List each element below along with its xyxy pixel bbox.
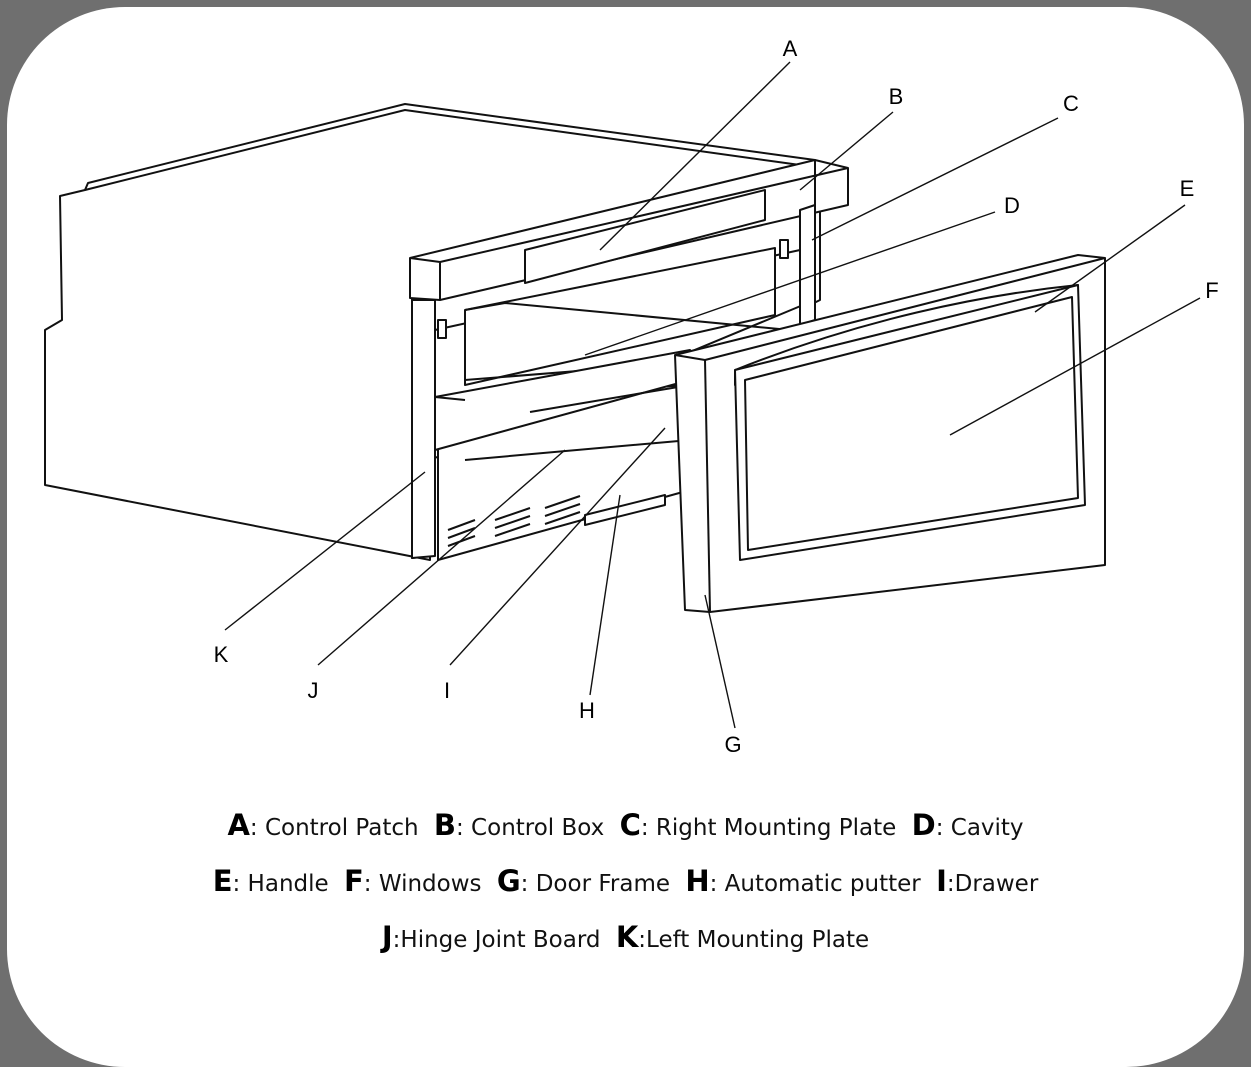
legend-item-a: A: Control Patch (227, 808, 419, 842)
callout-e: E (1180, 176, 1195, 201)
legend-item-d: D: Cavity (911, 808, 1024, 842)
callout-i: I (444, 678, 450, 703)
callout-k: K (214, 642, 229, 667)
legend-line-1: A: Control Patch B: Control Box C: Right… (0, 808, 1251, 842)
left-mounting-plate (411, 299, 436, 559)
callout-h: H (579, 698, 595, 723)
cavity (464, 247, 776, 386)
callout-f: F (1205, 278, 1218, 303)
control-patch (524, 189, 766, 284)
legend-line-3: J:Hinge Joint Board K:Left Mounting Plat… (0, 920, 1251, 954)
callout-b: B (889, 84, 904, 109)
legend-line-2: E: Handle F: Windows G: Door Frame H: Au… (0, 864, 1251, 898)
legend-item-h: H: Automatic putter (685, 864, 921, 898)
automatic-putter (584, 494, 666, 526)
callout-g: G (724, 732, 741, 757)
callout-c: C (1063, 91, 1079, 116)
window (734, 284, 1086, 561)
legend-item-c: C: Right Mounting Plate (619, 808, 897, 842)
drawer-rail (529, 384, 691, 413)
legend-item-k: K:Left Mounting Plate (615, 920, 870, 954)
cabinet-top (84, 109, 801, 191)
right-mounting-plate (799, 204, 816, 326)
callout-j: J (308, 678, 319, 703)
legend-item-j: J:Hinge Joint Board (381, 920, 601, 954)
legend-item-e: E: Handle (212, 864, 329, 898)
legend-item-g: G: Door Frame (496, 864, 670, 898)
microwave-drawer-diagram: A B C D E F G H I J K (44, 36, 1219, 757)
legend-item-i: I:Drawer (936, 864, 1039, 898)
callout-a: A (783, 36, 798, 61)
legend-item-f: F: Windows (343, 864, 482, 898)
callout-d: D (1004, 193, 1020, 218)
legend-item-b: B: Control Box (433, 808, 605, 842)
